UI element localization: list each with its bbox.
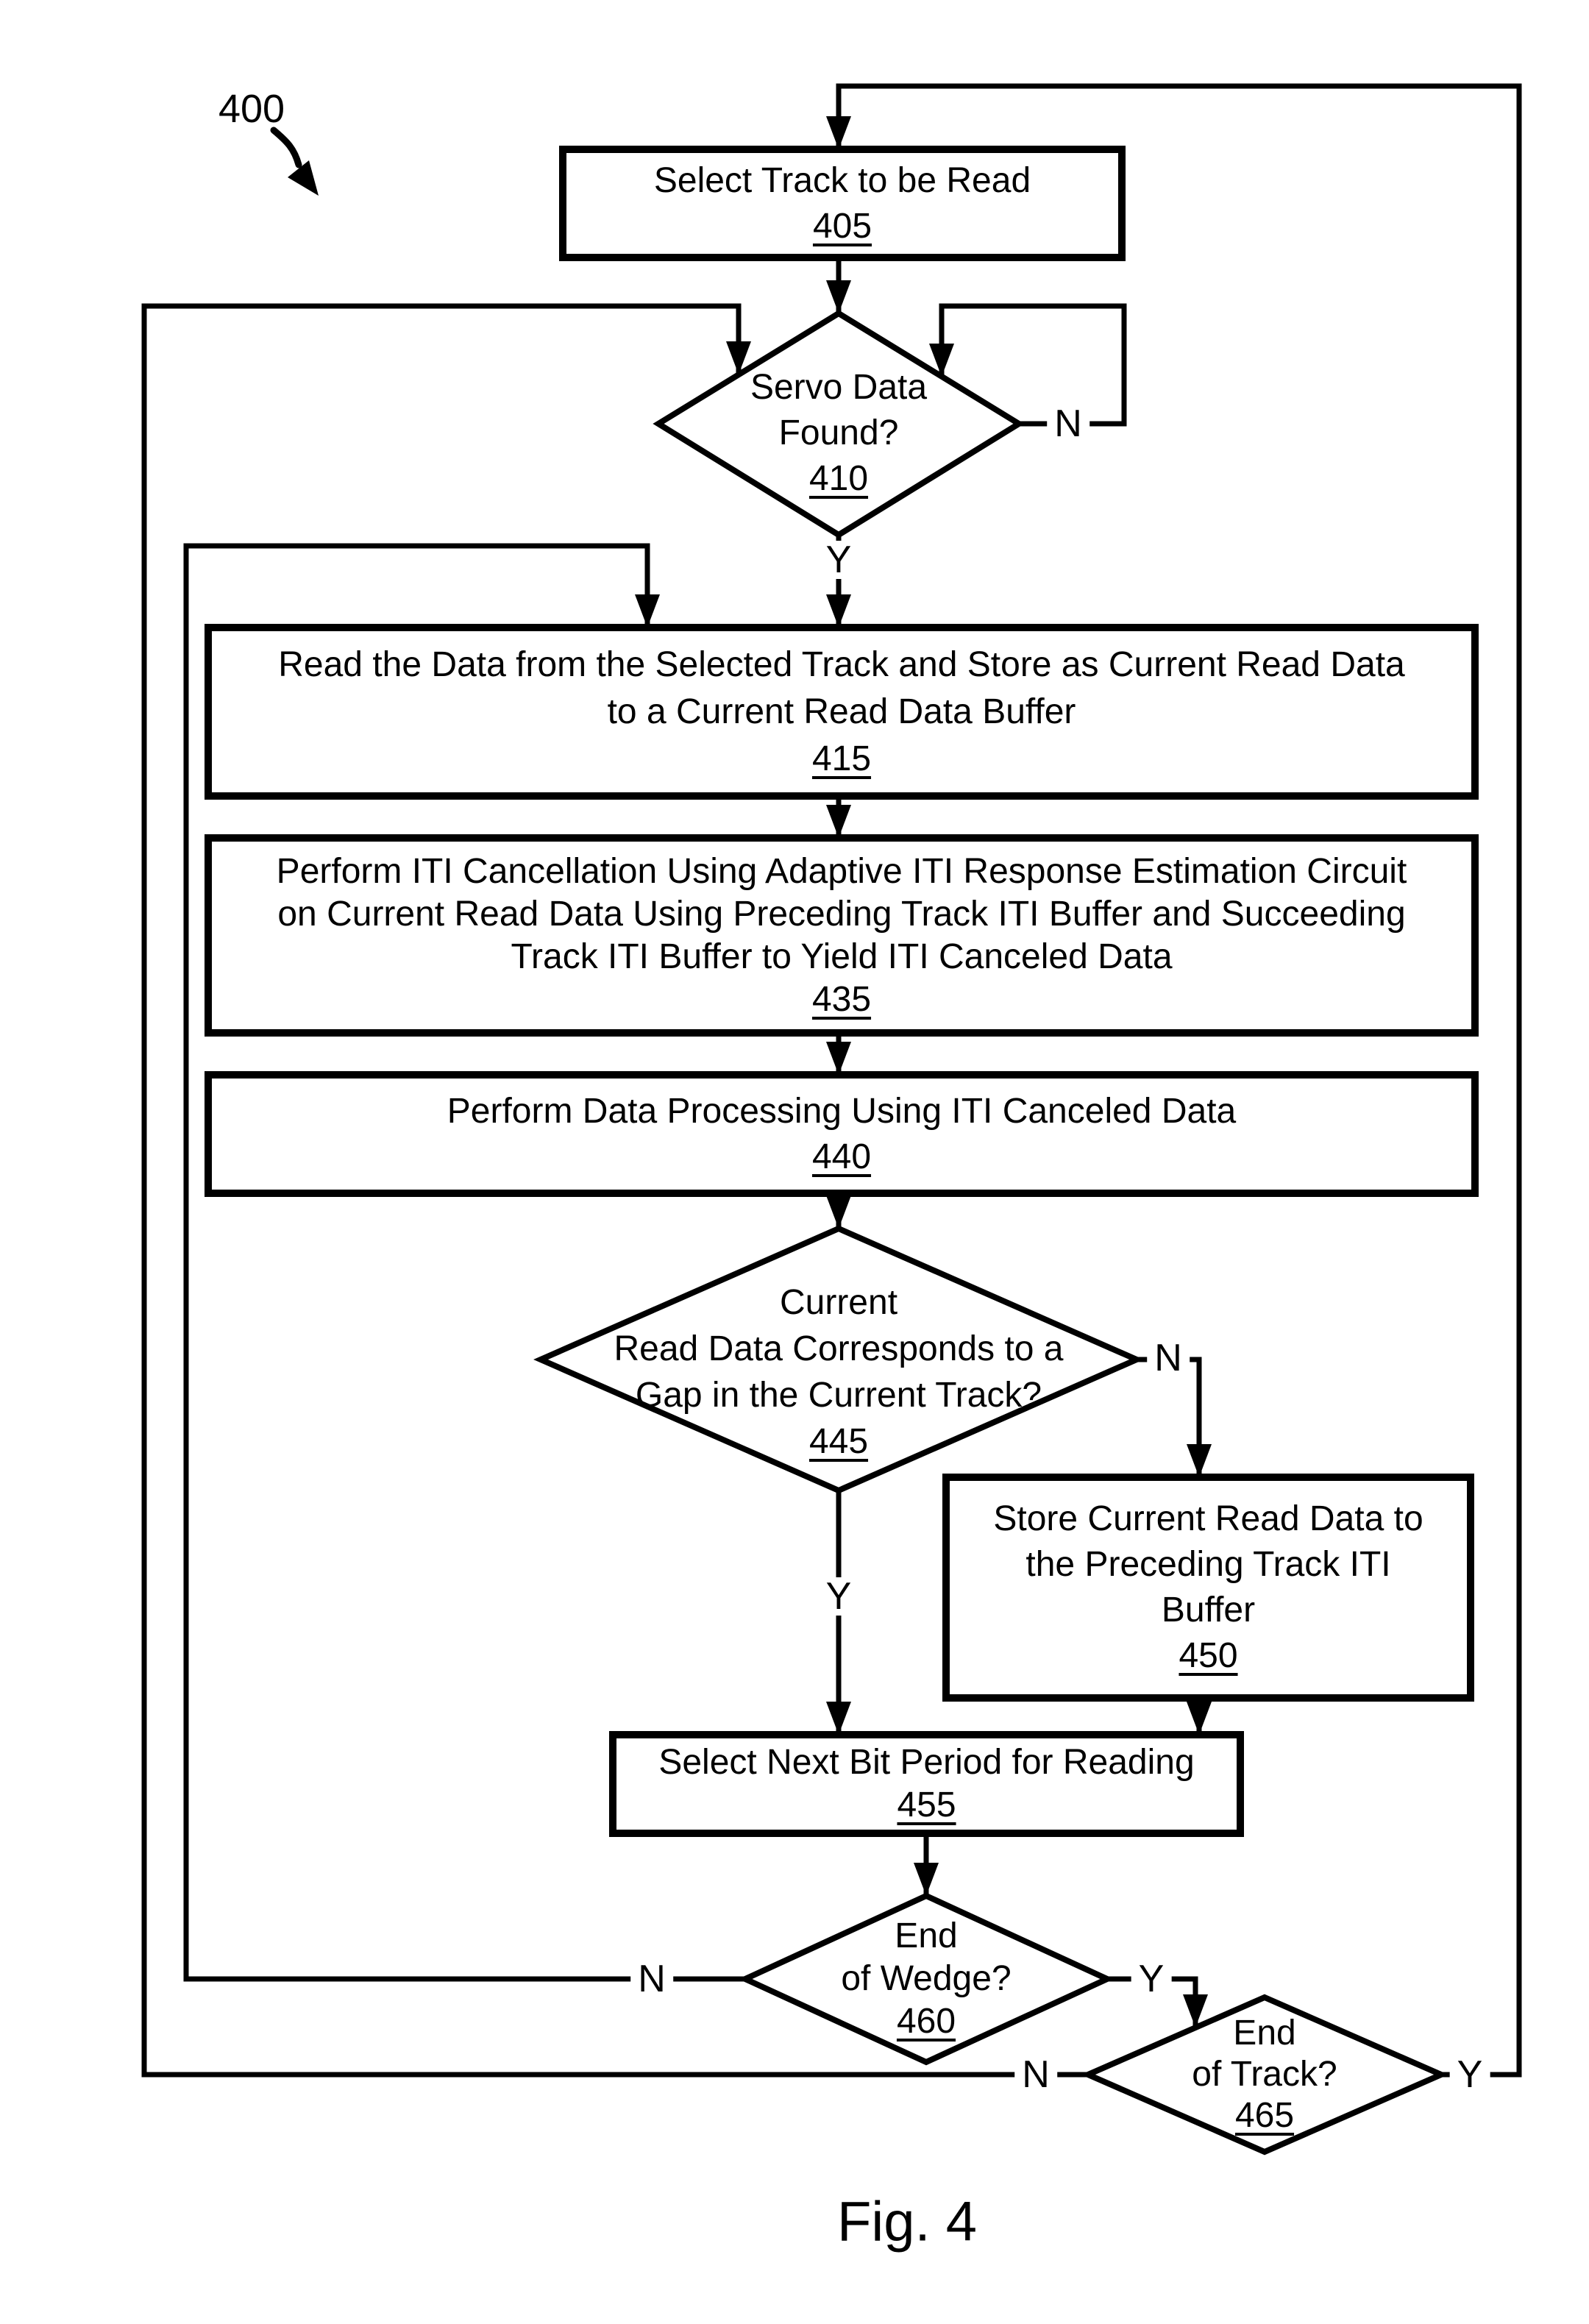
node-ref: 440 — [811, 1137, 872, 1176]
diagram-number-arrow — [270, 127, 319, 196]
node-ref: 410 — [808, 459, 869, 498]
decision-diamonds — [533, 310, 1448, 2156]
node-text: Perform ITI Cancellation Using Adaptive … — [276, 851, 1407, 891]
node-text: Track ITI Buffer to Yield ITI Canceled D… — [511, 937, 1173, 976]
diamond-460-shape — [738, 1892, 1115, 2066]
node-text: Found? — [778, 413, 899, 452]
node-ref: 460 — [896, 2002, 956, 2041]
edge-465-no-loop-to-410 — [141, 303, 1088, 2078]
edge-endtrack-yes-to-405 — [826, 83, 1522, 2078]
process-boxes — [205, 146, 1479, 1837]
branch-label-410-no: N — [1047, 405, 1089, 443]
node-text: to a Current Read Data Buffer — [607, 692, 1076, 731]
box-435-shape — [205, 834, 1479, 1037]
connectors — [141, 83, 1522, 2078]
diamond-410-shape — [653, 310, 1025, 539]
branch-label-465-yes: Y — [1449, 2055, 1490, 2094]
flow-box-next-bit-period: Select Next Bit Period for Reading 455 — [613, 1735, 1240, 1833]
node-text: Servo Data — [750, 368, 928, 407]
node-text: End — [895, 1916, 958, 1955]
node-ref: 465 — [1234, 2096, 1295, 2135]
node-text: the Preceding Track ITI — [1025, 1545, 1391, 1584]
flow-box-iti-cancellation: Perform ITI Cancellation Using Adaptive … — [208, 838, 1475, 1033]
node-text: Perform Data Processing Using ITI Cancel… — [447, 1091, 1237, 1131]
flow-box-select-track: Select Track to be Read 405 — [563, 149, 1122, 257]
node-ref: 445 — [808, 1422, 869, 1461]
node-text: Current — [779, 1283, 898, 1322]
flow-decision-gap-check: Current Read Data Corresponds to a Gap i… — [544, 1279, 1133, 1465]
diagram-number: 400 — [218, 87, 285, 131]
flow-decision-end-wedge: End of Wedge? 460 — [816, 1915, 1037, 2043]
node-text: Read Data Corresponds to a — [614, 1329, 1064, 1368]
flow-decision-end-track: End of Track? 465 — [1154, 2013, 1375, 2136]
node-text: of Track? — [1192, 2055, 1337, 2094]
node-text: End — [1233, 2014, 1296, 2053]
node-ref: 450 — [1179, 1636, 1238, 1675]
flow-box-data-processing: Perform Data Processing Using ITI Cancel… — [208, 1075, 1475, 1193]
branch-label-460-no: N — [630, 1960, 673, 1998]
box-450-shape — [942, 1474, 1474, 1702]
flow-decision-servo-found: Servo Data Found? 410 — [655, 365, 1023, 502]
flow-box-read-data: Read the Data from the Selected Track an… — [208, 628, 1475, 796]
diamond-465-shape — [1081, 1994, 1448, 2156]
node-ref: 455 — [897, 1785, 956, 1824]
branch-label-445-yes: Y — [818, 1577, 859, 1616]
branch-label-460-yes: Y — [1131, 1960, 1172, 1998]
edge-460-no-loop-to-415 — [183, 543, 745, 1982]
node-text: of Wedge? — [841, 1959, 1012, 1998]
box-405-shape — [559, 146, 1126, 261]
node-text: Buffer — [1161, 1591, 1256, 1630]
node-ref: 415 — [811, 739, 872, 778]
box-415-shape — [205, 624, 1479, 800]
figure-caption: Fig. 4 — [836, 2190, 978, 2253]
node-text: Store Current Read Data to — [993, 1499, 1423, 1538]
branch-label-465-no: N — [1014, 2055, 1057, 2094]
node-text: on Current Read Data Using Preceding Tra… — [277, 894, 1406, 934]
node-ref: 435 — [811, 979, 872, 1019]
node-text: Select Track to be Read — [653, 160, 1031, 200]
diamond-445-shape — [533, 1225, 1144, 1494]
branch-label-445-no: N — [1147, 1339, 1190, 1377]
node-text: Read the Data from the Selected Track an… — [278, 644, 1405, 684]
box-440-shape — [205, 1071, 1479, 1197]
box-455-shape — [609, 1731, 1244, 1837]
branch-label-410-yes: Y — [818, 541, 859, 579]
flow-box-store-buffer: Store Current Read Data to the Preceding… — [946, 1477, 1471, 1698]
node-text: Gap in the Current Track? — [635, 1376, 1042, 1415]
node-ref: 405 — [812, 206, 872, 246]
node-text: Select Next Bit Period for Reading — [658, 1743, 1195, 1782]
